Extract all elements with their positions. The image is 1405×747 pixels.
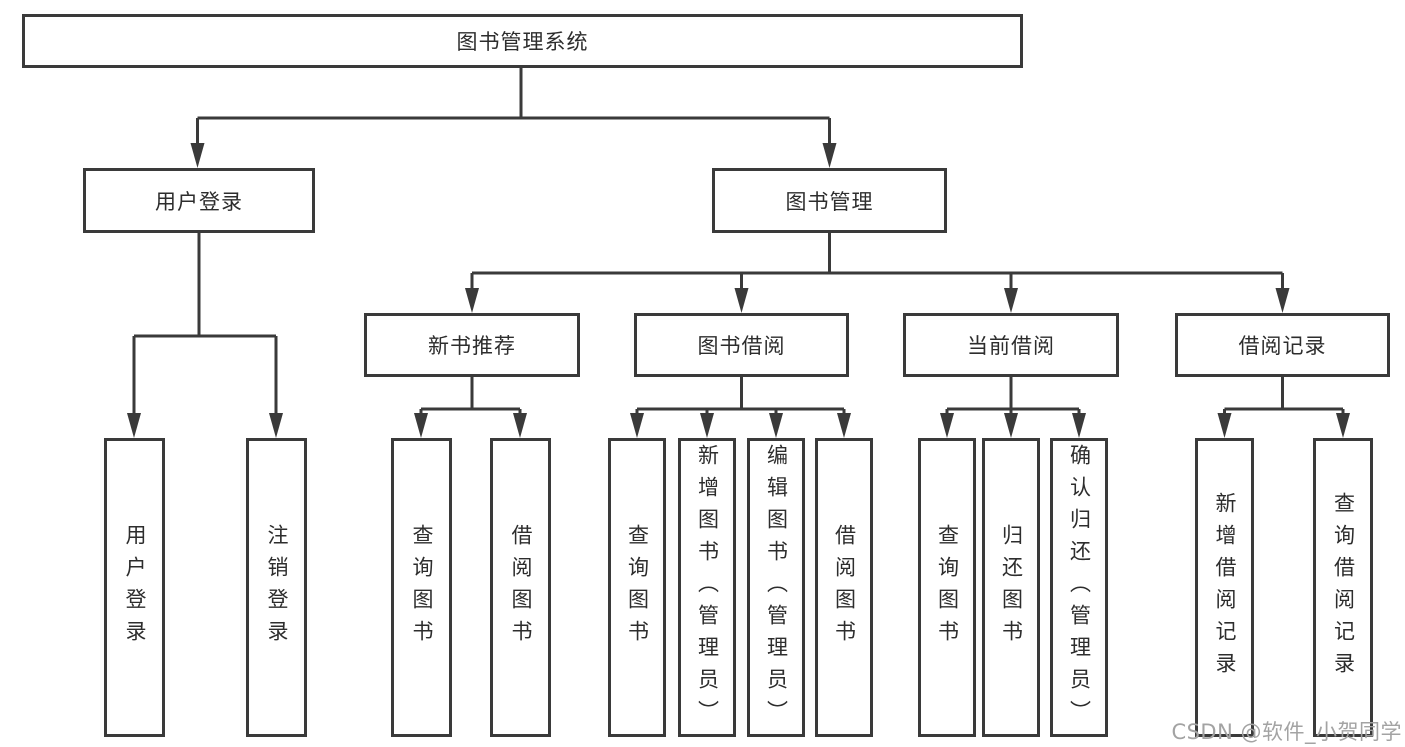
- arrow-down-icon: [837, 413, 851, 438]
- leaf-logout: 注销登录: [246, 438, 307, 737]
- arrow-down-icon: [940, 413, 954, 438]
- arrow-down-icon: [1004, 413, 1018, 438]
- leaf-confirm-return-admin: 确认归还（管理员）: [1050, 438, 1108, 737]
- arrow-down-icon: [769, 413, 783, 438]
- arrow-down-icon: [1072, 413, 1086, 438]
- leaf-add-book-admin: 新增图书（管理员）: [678, 438, 736, 737]
- arrow-down-icon: [465, 288, 479, 313]
- leaf-return-book: 归还图书: [982, 438, 1040, 737]
- csdn-watermark: CSDN @软件_小贺同学: [1171, 720, 1402, 744]
- leaf-user-login: 用户登录: [104, 438, 165, 737]
- arrow-down-icon: [190, 143, 205, 168]
- arrow-down-icon: [630, 413, 644, 438]
- node-current-borrowing: 当前借阅: [903, 313, 1119, 377]
- arrow-down-icon: [1217, 413, 1232, 438]
- leaf-edit-book-admin: 编辑图书（管理员）: [747, 438, 805, 737]
- arrow-down-icon: [127, 413, 141, 438]
- leaf-query-books-current: 查询图书: [918, 438, 976, 737]
- arrow-down-icon: [700, 413, 714, 438]
- leaf-borrow-books: 借阅图书: [815, 438, 873, 737]
- leaf-query-books-recommend: 查询图书: [391, 438, 452, 737]
- arrow-down-icon: [269, 413, 283, 438]
- arrow-down-icon: [513, 413, 527, 438]
- leaf-borrow-books-recommend: 借阅图书: [490, 438, 551, 737]
- arrow-down-icon: [414, 413, 428, 438]
- leaf-add-borrow-record: 新增借阅记录: [1195, 438, 1254, 737]
- arrow-down-icon: [734, 288, 749, 313]
- arrow-down-icon: [1004, 288, 1018, 313]
- arrow-down-icon: [822, 143, 837, 168]
- node-borrowing-records: 借阅记录: [1175, 313, 1390, 377]
- node-book-borrowing: 图书借阅: [634, 313, 849, 377]
- leaf-query-borrow-record: 查询借阅记录: [1313, 438, 1373, 737]
- node-user-login: 用户登录: [83, 168, 315, 233]
- node-new-book-recommendation: 新书推荐: [364, 313, 580, 377]
- arrow-down-icon: [1336, 413, 1350, 438]
- leaf-query-books-borrow: 查询图书: [608, 438, 666, 737]
- node-book-management: 图书管理: [712, 168, 947, 233]
- arrow-down-icon: [1275, 288, 1290, 313]
- node-library-management-system: 图书管理系统: [22, 14, 1023, 68]
